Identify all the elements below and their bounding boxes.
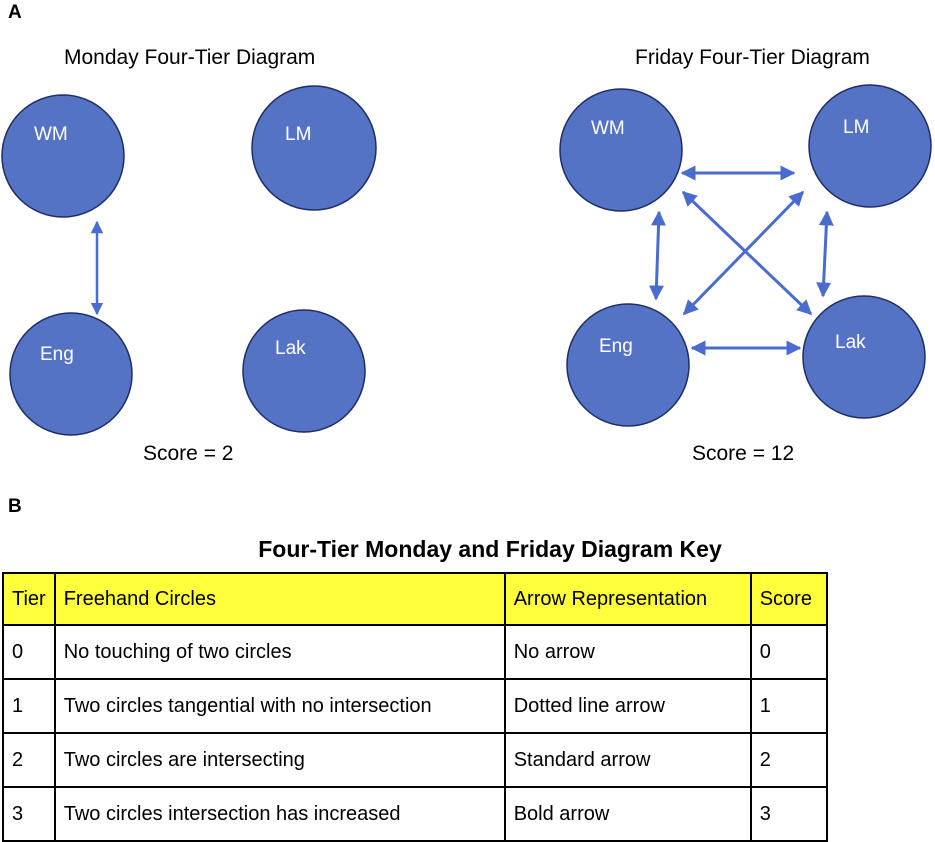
friday-arrow-lm-lak [816,210,834,298]
monday-node-wm-label: WM [34,124,68,145]
monday-diagram: WM LM Eng Lak [1,85,377,436]
friday-node-wm: WM [559,88,683,212]
monday-node-lm-label: LM [285,124,311,145]
monday-node-lm: LM [251,85,377,211]
header-freehand-circles: Freehand Circles [53,572,506,626]
cell-tier: 0 [2,624,56,680]
cell-freehand-circles: Two circles are intersecting [53,732,506,788]
friday-arrow-lm-eng [682,190,805,316]
table-row: 1 Two circles tangential with no interse… [2,678,828,734]
friday-score: Score = 12 [692,442,795,465]
cell-score: 0 [749,624,828,680]
key-title: Four-Tier Monday and Friday Diagram Key [258,536,722,562]
key-header-row: Tier Freehand Circles Arrow Representati… [2,572,828,626]
header-score: Score [749,572,828,626]
friday-node-lak-label: Lak [835,332,866,353]
friday-node-wm-label: WM [591,118,625,139]
cell-score: 1 [749,678,828,734]
friday-diagram: WM LM Eng Lak [559,84,932,427]
friday-node-lm: LM [808,84,932,208]
friday-node-lak: Lak [802,295,926,419]
monday-score: Score = 2 [143,442,234,465]
table-row: 0 No touching of two circles No arrow 0 [2,624,828,680]
monday-node-lak-label: Lak [275,338,306,359]
cell-tier: 1 [2,678,56,734]
friday-node-eng-label: Eng [599,336,633,357]
cell-freehand-circles: Two circles intersection has increased [53,786,506,842]
cell-tier: 3 [2,786,56,842]
panel-a-label: A [8,2,22,23]
cell-freehand-circles: No touching of two circles [53,624,506,680]
panel-b-label: B [8,496,22,517]
cell-score: 2 [749,732,828,788]
header-arrow-representation: Arrow Representation [503,572,752,626]
diagram-key-table: Tier Freehand Circles Arrow Representati… [2,572,828,842]
cell-arrow-representation: Bold arrow [503,786,752,842]
monday-node-wm: WM [1,94,125,218]
header-tier: Tier [2,572,56,626]
table-row: 3 Two circles intersection has increased… [2,786,828,842]
table-row: 2 Two circles are intersecting Standard … [2,732,828,788]
friday-node-eng: Eng [566,303,690,427]
cell-freehand-circles: Two circles tangential with no intersect… [53,678,506,734]
cell-tier: 2 [2,732,56,788]
friday-arrow-wm-eng [648,210,667,301]
monday-node-eng-label: Eng [40,344,74,365]
friday-node-lm-label: LM [843,117,869,138]
cell-arrow-representation: No arrow [503,624,752,680]
friday-diagram-title: Friday Four-Tier Diagram [635,46,870,69]
cell-arrow-representation: Dotted line arrow [503,678,752,734]
monday-diagram-title: Monday Four-Tier Diagram [64,46,316,69]
monday-node-eng: Eng [9,312,133,436]
cell-score: 3 [749,786,828,842]
monday-node-lak: Lak [242,309,366,433]
four-tier-diagrams: WM LM Eng Lak WM LM En [1,84,932,436]
cell-arrow-representation: Standard arrow [503,732,752,788]
